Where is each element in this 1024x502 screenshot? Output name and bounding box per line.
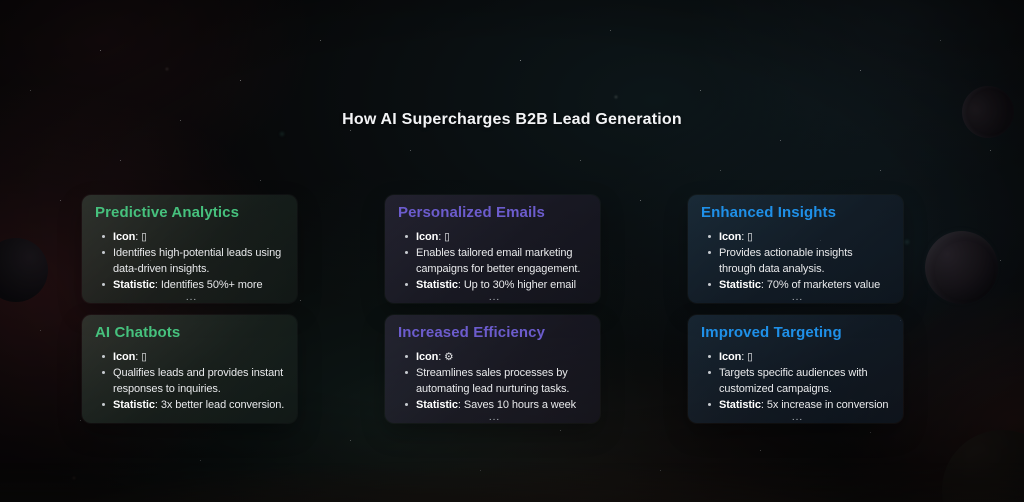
statistic-line: Statistic: 70% of marketers value: [701, 277, 894, 293]
card-ai-chatbots[interactable]: AI Chatbots Icon: ▯ Qualifies leads and …: [82, 315, 297, 423]
card-improved-targeting[interactable]: Improved Targeting Icon: ▯ Targets speci…: [688, 315, 903, 423]
card-title: Increased Efficiency: [398, 324, 546, 341]
card-title: Predictive Analytics: [95, 204, 240, 221]
feature-card-grid: Predictive Analytics Icon: ▯ Identifies …: [82, 195, 903, 423]
statistic-line: Statistic: 5x increase in conversion: [701, 397, 894, 413]
icon-label: Icon: [719, 351, 742, 363]
statistic-value: Saves 10 hours a week: [463, 399, 577, 411]
gear-icon: ⚙: [444, 351, 454, 363]
icon-line: Icon: ▯: [398, 229, 591, 245]
statistic-line: Statistic: Up to 30% higher email: [398, 277, 591, 293]
page-title: How AI Supercharges B2B Lead Generation: [342, 110, 682, 128]
card-bullet-list: Icon: ▯ Qualifies leads and provides ins…: [95, 349, 288, 413]
terrain-silhouette-decoration: [0, 424, 1024, 502]
statistic-value: Identifies 50%+ more: [160, 279, 263, 291]
icon-line: Icon: ▯: [701, 349, 894, 365]
missing-glyph-icon: ▯: [747, 231, 753, 243]
statistic-line: Statistic: Saves 10 hours a week: [398, 397, 591, 413]
missing-glyph-icon: ▯: [444, 231, 450, 243]
card-personalized-emails[interactable]: Personalized Emails Icon: ▯ Enables tail…: [385, 195, 600, 303]
icon-line: Icon: ▯: [701, 229, 894, 245]
statistic-value: 70% of marketers value: [766, 279, 881, 291]
icon-label: Icon: [416, 231, 439, 243]
card-increased-efficiency[interactable]: Increased Efficiency Icon: ⚙ Streamlines…: [385, 315, 600, 423]
statistic-label: Statistic: [416, 279, 458, 291]
glow-stars-decoration: [0, 0, 2, 2]
statistic-value: 5x increase in conversion: [766, 399, 889, 411]
card-enhanced-insights[interactable]: Enhanced Insights Icon: ▯ Provides actio…: [688, 195, 903, 303]
statistic-line: Statistic: 3x better lead conversion.: [95, 397, 288, 413]
statistic-label: Statistic: [719, 279, 761, 291]
icon-label: Icon: [113, 351, 136, 363]
icon-line: Icon: ▯: [95, 349, 288, 365]
planet-left-decoration: [0, 238, 48, 302]
icon-line: Icon: ⚙: [398, 349, 591, 365]
missing-glyph-icon: ▯: [141, 351, 147, 363]
icon-line: Icon: ▯: [95, 229, 288, 245]
statistic-line: Statistic: Identifies 50%+ more: [95, 277, 288, 293]
statistic-label: Statistic: [113, 399, 155, 411]
statistic-label: Statistic: [113, 279, 155, 291]
card-title: Enhanced Insights: [701, 204, 837, 221]
missing-glyph-icon: ▯: [747, 351, 753, 363]
card-bullet-list: Icon: ▯ Identifies high-potential leads …: [95, 229, 288, 293]
truncation-ellipsis: ...: [791, 292, 804, 303]
truncation-ellipsis: ...: [488, 412, 501, 423]
truncation-ellipsis: ...: [791, 412, 804, 423]
truncation-ellipsis: ...: [185, 292, 198, 303]
planet-top-right-decoration: [962, 86, 1014, 138]
statistic-label: Statistic: [719, 399, 761, 411]
icon-label: Icon: [113, 231, 136, 243]
card-title: AI Chatbots: [95, 324, 181, 341]
statistic-label: Statistic: [416, 399, 458, 411]
truncation-ellipsis: ...: [488, 292, 501, 303]
card-title: Personalized Emails: [398, 204, 545, 221]
statistic-value: 3x better lead conversion.: [160, 399, 285, 411]
card-bullet-list: Icon: ▯ Enables tailored email marketing…: [398, 229, 591, 293]
card-predictive-analytics[interactable]: Predictive Analytics Icon: ▯ Identifies …: [82, 195, 297, 303]
missing-glyph-icon: ▯: [141, 231, 147, 243]
icon-label: Icon: [416, 351, 439, 363]
icon-label: Icon: [719, 231, 742, 243]
card-title: Improved Targeting: [701, 324, 842, 341]
planet-right-decoration: [925, 231, 998, 304]
statistic-value: Up to 30% higher email: [463, 279, 576, 291]
